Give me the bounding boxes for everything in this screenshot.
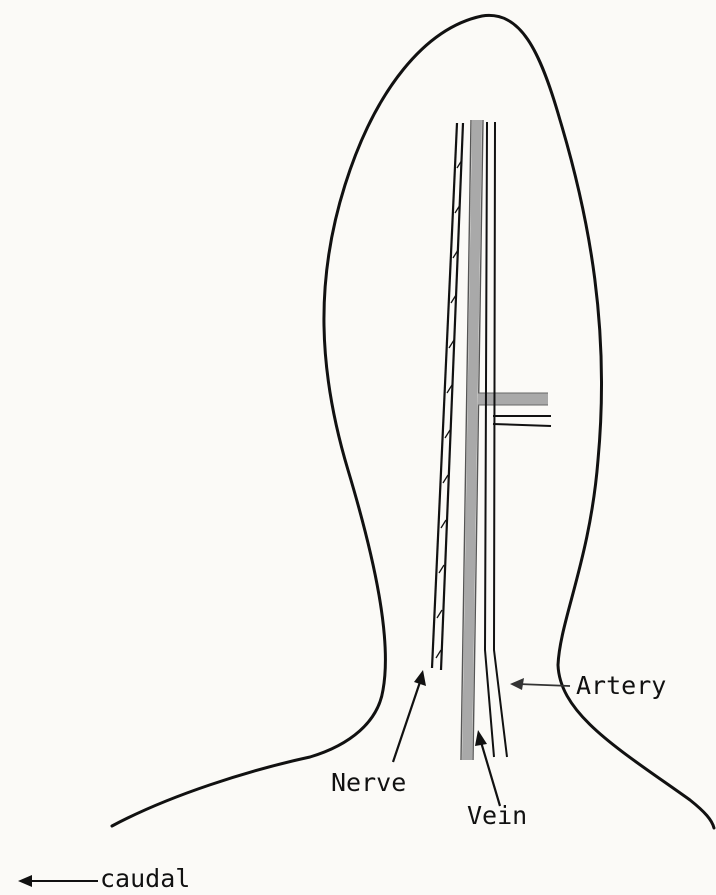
artery-label: Artery <box>576 673 666 698</box>
caudal-label: caudal <box>100 866 190 891</box>
artery-vessel <box>485 122 551 757</box>
arrow-nerve <box>393 670 426 762</box>
arrow-vein <box>475 730 500 806</box>
arrow-caudal <box>18 875 98 887</box>
vein-label: Vein <box>467 803 527 828</box>
nerve-label: Nerve <box>331 770 406 795</box>
vein-branch <box>478 393 548 405</box>
vein-vessel <box>461 120 548 760</box>
artery-branch-lower <box>493 424 551 426</box>
nerve-bundle <box>432 123 463 670</box>
